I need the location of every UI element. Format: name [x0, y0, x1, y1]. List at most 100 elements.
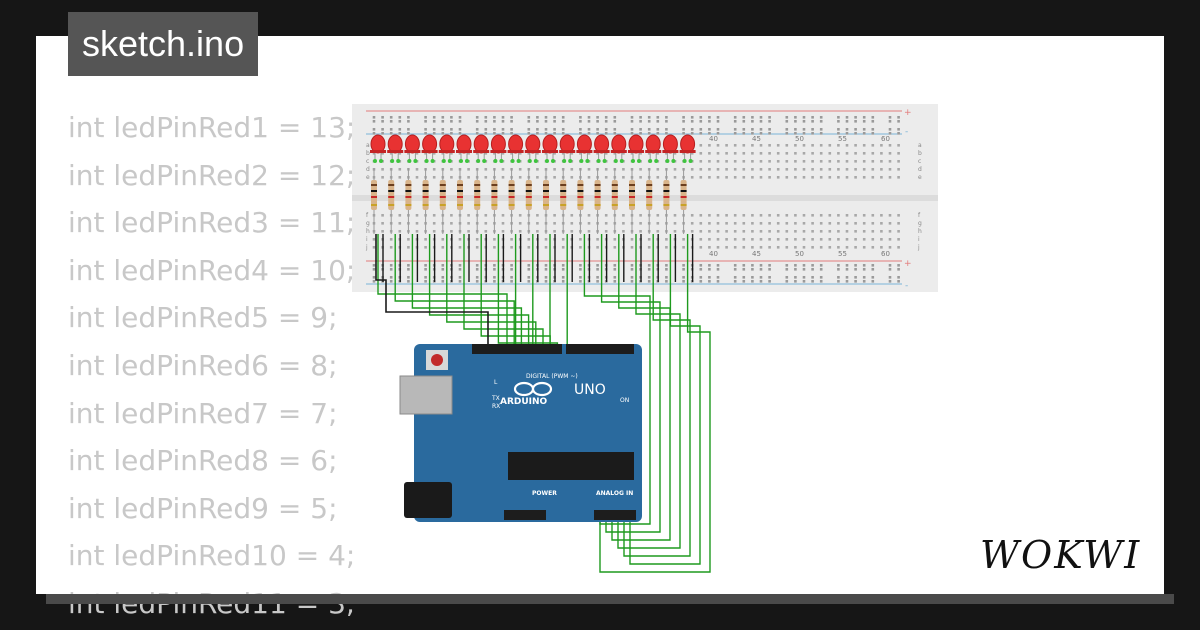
breadboard-hole [802, 238, 806, 241]
file-tab[interactable]: sketch.ino [68, 12, 259, 76]
breadboard-hole [828, 222, 832, 225]
resistor-band [508, 196, 515, 198]
resistor[interactable] [491, 180, 498, 210]
rail-hole [544, 276, 548, 279]
breadboard-hole [639, 214, 642, 217]
resistor[interactable] [594, 180, 601, 210]
resistor[interactable] [577, 180, 584, 210]
rail-hole [536, 128, 539, 131]
resistor-band [439, 204, 446, 206]
reset-button[interactable] [431, 354, 443, 366]
breadboard-hole [733, 152, 737, 155]
resistor[interactable] [646, 180, 653, 210]
resistor[interactable] [422, 180, 429, 210]
resistor-band [371, 204, 377, 206]
breadboard-hole [845, 176, 849, 179]
breadboard-hole [819, 152, 823, 155]
breadboard-hole [837, 230, 840, 233]
resistor-band [594, 184, 601, 186]
breadboard-hole [553, 176, 556, 179]
breadboard-hole [708, 222, 711, 225]
resistor[interactable] [508, 180, 515, 210]
led-pin-dot [602, 159, 607, 163]
breadboard-hole [819, 176, 823, 179]
rail-hole [647, 120, 651, 123]
rail-hole [647, 280, 651, 283]
resistor-band [474, 204, 481, 206]
rail-hole [493, 128, 496, 131]
breadboard-hole [897, 214, 900, 217]
breadboard-hole [708, 246, 711, 249]
breadboard-hole [880, 168, 883, 171]
rail-hole [647, 264, 651, 267]
rail-hole [407, 276, 410, 279]
breadboard-hole [845, 144, 849, 147]
breadboard-hole [716, 168, 720, 171]
breadboard-hole [716, 160, 720, 163]
breadboard-hole [630, 246, 634, 249]
resistor-band [560, 196, 567, 198]
rail-hole [381, 120, 384, 123]
rail-hole [372, 132, 376, 135]
breadboard-hole [673, 230, 677, 233]
resistor[interactable] [405, 180, 412, 210]
rail-hole [424, 264, 427, 267]
rail-hole [665, 116, 668, 119]
breadboard-hole [553, 214, 556, 217]
resistor[interactable] [525, 180, 532, 210]
rail-hole [708, 132, 711, 135]
breadboard-hole [630, 152, 634, 155]
breadboard-hole [587, 214, 591, 217]
rail-hole [888, 276, 892, 279]
breadboard-hole [845, 168, 849, 171]
breadboard-hole [776, 222, 780, 225]
resistor[interactable] [371, 180, 377, 210]
resistor[interactable] [680, 180, 687, 210]
resistor[interactable] [439, 180, 446, 210]
resistor[interactable] [560, 180, 567, 210]
resistor[interactable] [388, 180, 395, 210]
rail-hole [527, 116, 531, 119]
resistor[interactable] [474, 180, 481, 210]
led-pin-dot [545, 159, 549, 163]
rail-hole [742, 276, 746, 279]
rail-hole [450, 128, 453, 131]
resistor-band [405, 190, 412, 192]
wokwi-logo-text: WOKWI [980, 533, 1141, 577]
rail-hole [699, 268, 703, 271]
breadboard-hole [716, 152, 720, 155]
breadboard-hole [862, 246, 866, 249]
arduino-uno[interactable]: DIGITAL (PWM ~) ARDUINO UNO L TX RX ON P… [399, 344, 642, 522]
signal-wire [629, 234, 701, 565]
rail-hole [699, 276, 703, 279]
rail-hole [587, 116, 591, 119]
rail-hole [742, 268, 746, 271]
resistor[interactable] [629, 180, 635, 210]
resistor[interactable] [663, 180, 670, 210]
rail-hole [613, 116, 617, 119]
rail-hole [871, 116, 875, 119]
breadboard-hole [389, 238, 393, 241]
breadboard-hole [544, 152, 548, 155]
resistor-band [474, 196, 481, 198]
breadboard-hole [587, 152, 591, 155]
rail-hole [854, 268, 857, 271]
led-pin-dot [631, 159, 635, 163]
breadboard-hole [458, 238, 462, 241]
rail-hole [544, 120, 548, 123]
rail-hole [751, 128, 754, 131]
rail-hole [613, 128, 617, 131]
row-letter: j [365, 244, 368, 251]
rail-hole [561, 120, 565, 123]
resistor[interactable] [457, 180, 463, 210]
breadboard-hole [682, 238, 685, 241]
breadboard-hole [888, 238, 892, 241]
breadboard-hole [389, 246, 393, 249]
rail-hole [561, 128, 565, 131]
resistor[interactable] [611, 180, 618, 210]
resistor[interactable] [543, 180, 549, 210]
resistor-band [508, 204, 515, 206]
rail-hole [759, 268, 763, 271]
resistor-band [611, 190, 618, 192]
breadboard-hole [751, 168, 754, 171]
